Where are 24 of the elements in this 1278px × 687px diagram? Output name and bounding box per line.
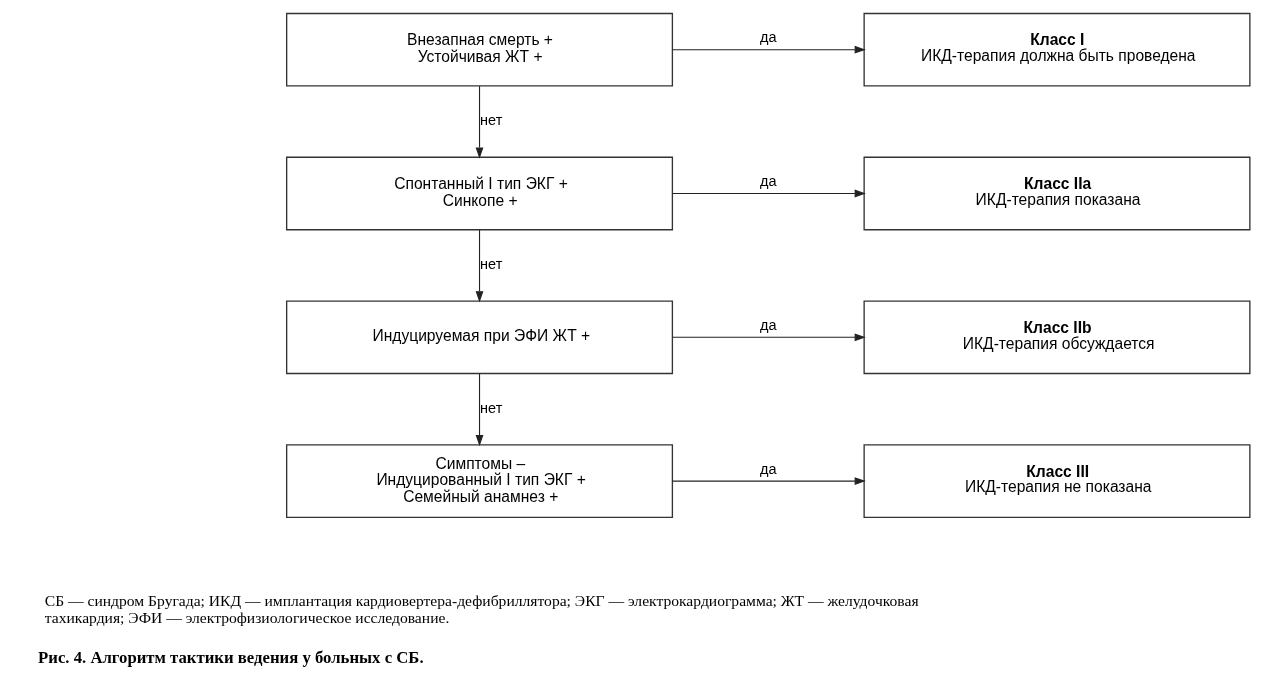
edge-label: да — [759, 316, 777, 333]
arrow — [475, 372, 483, 446]
node-box: Внезапная смерть + Устойчивая ЖТ + — [285, 12, 673, 87]
arrow — [475, 228, 483, 302]
label: СБ — синдром Бругада; ИКД — имплантация кардиовертера-дефибриллятора; ЭКГ — электрокардиограмма; ЖТ — желудочковая тахикардия; ЭФИ — электрофизиологическое исследование. — [44, 591, 919, 626]
arrow — [475, 85, 483, 159]
node-box: Класс I ИКД-терапия должна быть проведена — [862, 12, 1251, 87]
arrow — [671, 332, 866, 341]
node-box: Симптомы – Индуцированный I тип ЭКГ + Семейный анамнез + — [285, 443, 673, 518]
node-box: Класс IIb ИКД-терапия обсуждается — [862, 299, 1251, 374]
edge-label: нет — [479, 111, 502, 128]
node-box: Класс IIa ИКД-терапия показана — [862, 156, 1251, 230]
edge-label: нет — [479, 399, 502, 416]
arrow — [671, 189, 866, 197]
arrow — [671, 476, 866, 485]
edge-label: да — [759, 28, 777, 45]
edge-label: да — [759, 460, 777, 477]
node-box: Спонтанный I тип ЭКГ + Синкопе + — [285, 156, 673, 230]
caption: Рис. 4. Алгоритм тактики ведения у больных с СБ. — [37, 647, 424, 667]
node-box: Класс III ИКД-терапия не показана — [862, 443, 1251, 518]
edge-label: нет — [479, 255, 502, 272]
arrow — [671, 45, 866, 54]
node-box: Индуцируемая при ЭФИ ЖТ + — [285, 299, 673, 374]
edge-label: да — [759, 172, 777, 189]
